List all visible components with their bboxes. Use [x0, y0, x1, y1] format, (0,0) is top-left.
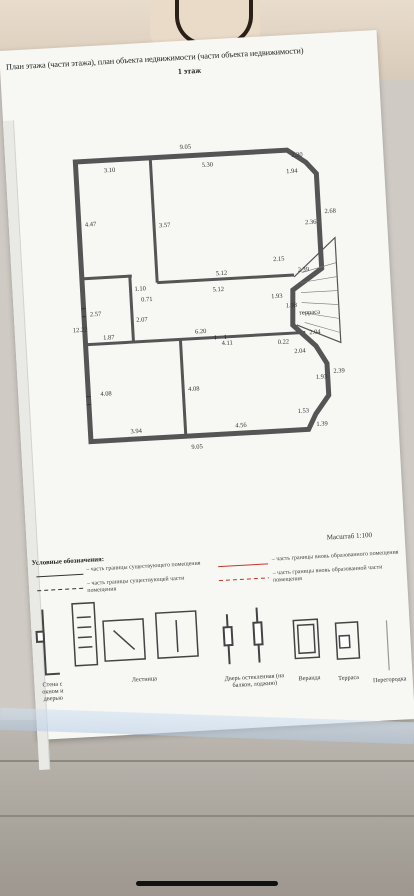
car-seat: [0, 720, 414, 896]
legend-line-new-part: [218, 577, 269, 582]
legend-line-existing: [36, 573, 84, 578]
dim-label: 2.15: [273, 255, 285, 263]
inner-wall: [85, 330, 306, 347]
symbol-label-wall: Стена с окном и дверью: [42, 680, 64, 703]
inner-wall: [148, 157, 159, 283]
seat-seam: [0, 760, 414, 762]
dim-label: 4.11: [222, 339, 234, 347]
dim-label: 2.07: [136, 316, 148, 324]
dim-label: 9.05: [191, 443, 203, 451]
terrace-outline: [293, 236, 342, 344]
dim-label: 4.08: [188, 385, 200, 393]
symbol-wall: [35, 609, 60, 676]
seat-seam: [0, 815, 414, 817]
dim-label: 6.20: [195, 328, 207, 336]
dim-label: 5.12: [216, 270, 228, 278]
dim-label: 1.39: [316, 420, 328, 428]
legend-line-existing-part: [37, 587, 85, 592]
dim-label: 4.56: [235, 422, 247, 430]
dim-label: 2.68: [324, 208, 336, 216]
dim-label: 5.12: [213, 286, 225, 294]
dim-label: 2.30: [291, 151, 303, 159]
symbol-stairs: [71, 601, 199, 667]
dim-label: 1.98: [286, 302, 298, 310]
terrace-hatch: [300, 262, 341, 333]
dim-label: 2.39: [298, 266, 310, 274]
inner-wall: [128, 276, 135, 343]
dim-label: 9.05: [180, 144, 192, 152]
inner-wall: [81, 274, 132, 281]
dim-label: 2.04: [309, 329, 321, 337]
dim-label: 2.04: [294, 347, 306, 355]
dim-label: 2.39: [333, 367, 345, 375]
dim-label: 4.47: [85, 221, 97, 229]
dim-label: терраса: [299, 309, 320, 317]
legend-line-new: [218, 563, 269, 568]
dim-label: 2.57: [90, 311, 102, 319]
dim-label: 3.94: [130, 428, 142, 436]
dim-label: 5.30: [202, 161, 214, 169]
dim-label: 1.87: [103, 334, 115, 342]
dim-label: 1.10: [134, 285, 146, 293]
inner-wall: [157, 273, 295, 285]
dim-label: 4.08: [100, 390, 112, 398]
dim-label: 1.93: [271, 293, 283, 301]
floor-plan-drawing: 9.05 3.10 5.30 2.30 1.94 2.68 2.36 4.47 …: [35, 144, 390, 676]
floor-plan-sheet: План этажа (части этажа), план объекта н…: [0, 29, 414, 770]
symbol-glazed-door: [222, 607, 264, 665]
dim-label: 3.10: [104, 167, 116, 175]
dim-label: 1.53: [297, 407, 309, 415]
dim-label: 0.71: [141, 296, 153, 304]
dim-label: 3.57: [159, 222, 171, 230]
dim-label: 12.22: [73, 327, 88, 335]
symbol-partition: [385, 620, 390, 671]
dim-label: 1.93: [316, 373, 328, 381]
openings: [81, 308, 226, 406]
symbol-terrace: [334, 621, 361, 660]
symbol-veranda: [292, 618, 321, 660]
inner-wall: [178, 339, 188, 437]
dim-label: 1.94: [286, 168, 298, 176]
outer-wall: [72, 147, 332, 445]
dim-label: 0.22: [278, 338, 290, 346]
dim-label: 2.36: [305, 219, 317, 227]
home-indicator[interactable]: [136, 881, 278, 886]
